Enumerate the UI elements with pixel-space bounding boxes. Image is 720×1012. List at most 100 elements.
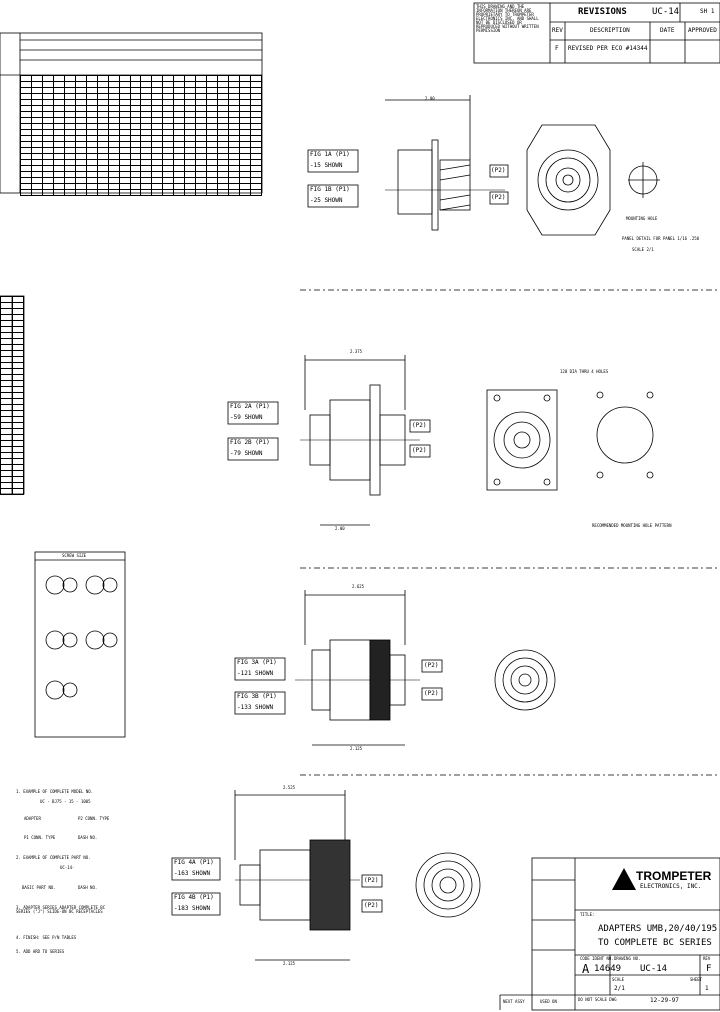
table-cell — [11, 488, 24, 495]
table-row — [20, 99, 262, 106]
next-assy: NEXT ASSY — [503, 999, 525, 1004]
fig2b-shown: -79 SHOWN — [230, 450, 263, 457]
table-row — [20, 183, 262, 190]
company-name: TROMPETER — [636, 869, 712, 883]
revisions-header: REVISIONS — [578, 7, 627, 17]
revisions-sheet: SH 1 — [700, 8, 715, 15]
code-label: CODE IDENT NO. — [580, 956, 614, 961]
note-2: 2. EXAMPLE OF COMPLETE PART NO. — [16, 855, 91, 860]
table-cell — [63, 189, 76, 196]
dim-fig3-top: 2.625 — [352, 584, 365, 589]
table-cell — [140, 189, 153, 196]
company-logo — [612, 868, 636, 890]
used-on: USED ON — [540, 999, 557, 1004]
title-label: TITLE: — [580, 912, 595, 917]
fig3-end-view — [494, 649, 556, 711]
rev-col-approved: APPROVED — [688, 27, 717, 34]
table-cell — [129, 189, 142, 196]
note-1-seq: DASH NO. — [78, 835, 98, 840]
note-1-adapter: ADAPTER — [24, 816, 41, 821]
p2-label-1b: (P2) — [491, 194, 506, 201]
table-cell — [162, 189, 175, 196]
table-cell — [151, 189, 164, 196]
fig4-end-view — [415, 852, 481, 918]
rev-row-desc: REVISED PER ECO #14344 — [568, 45, 648, 52]
table-cell — [30, 189, 43, 196]
scale-field-label: SCALE — [612, 977, 625, 982]
table-cell — [206, 189, 219, 196]
dim-fig3-bottom: 2.125 — [350, 746, 363, 751]
fig1-body — [397, 149, 433, 215]
mounting-hole2-label: RECOMMENDED MOUNTING HOLE PATTERN — [592, 523, 672, 528]
fig4-body — [259, 849, 311, 921]
scale-value: 2/1 — [614, 985, 625, 992]
note-1-p1: P1 CONN. TYPE — [24, 835, 56, 840]
table-cell — [52, 189, 65, 196]
fig4b-shown: -183 SHOWN — [174, 905, 211, 912]
table-cell — [228, 189, 241, 196]
fig3b-shown: -133 SHOWN — [237, 704, 274, 711]
table-cell — [0, 488, 13, 495]
rev-col-rev: REV — [552, 27, 563, 34]
proprietary-note: THIS DRAWING AND THE INFORMATION THEREON… — [476, 4, 539, 33]
screw-view-title: SCREW SIZE — [62, 553, 87, 558]
table-cell — [195, 189, 208, 196]
dash-table — [0, 296, 24, 495]
table-row — [20, 93, 262, 100]
note-2-basic: BASIC PART NO. — [22, 885, 56, 890]
table-row — [20, 75, 262, 82]
fig2a-label: FIG 2A (P1) — [230, 403, 270, 410]
note-1-example: UC - BJ75 - 15 - 1005 — [40, 799, 91, 804]
note-2-example: UC-14- — [60, 865, 75, 870]
table-row — [20, 123, 262, 130]
mounting-hole-label: MOUNTING HOLE — [626, 216, 658, 221]
p2-label-3a: (P2) — [424, 662, 439, 669]
table-cell — [41, 189, 54, 196]
revisions-doc: UC-14 — [652, 7, 680, 17]
p2-label-4b: (P2) — [364, 902, 379, 909]
fig3a-shown: -121 SHOWN — [237, 670, 274, 677]
size: A — [582, 962, 590, 976]
rev-col-date: DATE — [660, 27, 675, 34]
note-5: 5. ADD ARD TO SERIES — [16, 949, 65, 954]
table-cell — [85, 189, 98, 196]
fig4b-label: FIG 4B (P1) — [174, 894, 214, 901]
rev-col-desc: DESCRIPTION — [590, 27, 630, 34]
table-cell — [20, 189, 32, 196]
fig4a-shown: -163 SHOWN — [174, 870, 211, 877]
fig1a-label: FIG 1A (P1) — [310, 151, 350, 158]
fig2-flange — [486, 389, 558, 491]
fig1-end-view-hex — [526, 124, 611, 236]
table-cell — [217, 189, 230, 196]
table-row — [20, 189, 262, 196]
dim-fig4-bottom: 2.125 — [283, 961, 296, 966]
fig3b-label: FIG 3B (P1) — [237, 693, 277, 700]
rev-row-rev: F — [555, 45, 559, 52]
do-not-scale: DO NOT SCALE DWG — [578, 997, 617, 1002]
fig1b-shown: -25 SHOWN — [310, 197, 343, 204]
hole-note: 120 DIA THRU 4 HOLES — [560, 369, 609, 374]
dwg-label: DRAWING NO. — [614, 956, 641, 961]
dim-fig1: 2.00 — [425, 96, 435, 101]
p2-label-2b: (P2) — [412, 447, 427, 454]
note-2-dash: DASH NO. — [78, 885, 98, 890]
note-1: 1. EXAMPLE OF COMPLETE MODEL NO. — [16, 789, 94, 794]
ident: 14649 — [594, 964, 622, 974]
title-line-1: ADAPTERS UMB,20/40/195 — [598, 924, 718, 934]
panel-detail-label: PANEL DETAIL FOR PANEL 1/16 .250 — [622, 236, 700, 241]
p2-label-4a: (P2) — [364, 877, 379, 884]
fig2b-label: FIG 2B (P1) — [230, 439, 270, 446]
table-cell — [74, 189, 87, 196]
dim-fig2-top: 2.375 — [350, 349, 363, 354]
table-cell — [239, 189, 252, 196]
company-sub: ELECTRONICS, INC. — [640, 883, 702, 890]
table-row — [20, 87, 262, 94]
screw-view-border — [34, 551, 126, 738]
title-line-2: TO COMPLETE BC SERIES — [598, 938, 712, 948]
table-row — [20, 147, 262, 154]
dim-fig4-top: 2.525 — [283, 785, 296, 790]
p2-label-2a: (P2) — [412, 422, 427, 429]
table-cell — [96, 189, 109, 196]
scale-label: SCALE 2/1 — [632, 247, 654, 252]
